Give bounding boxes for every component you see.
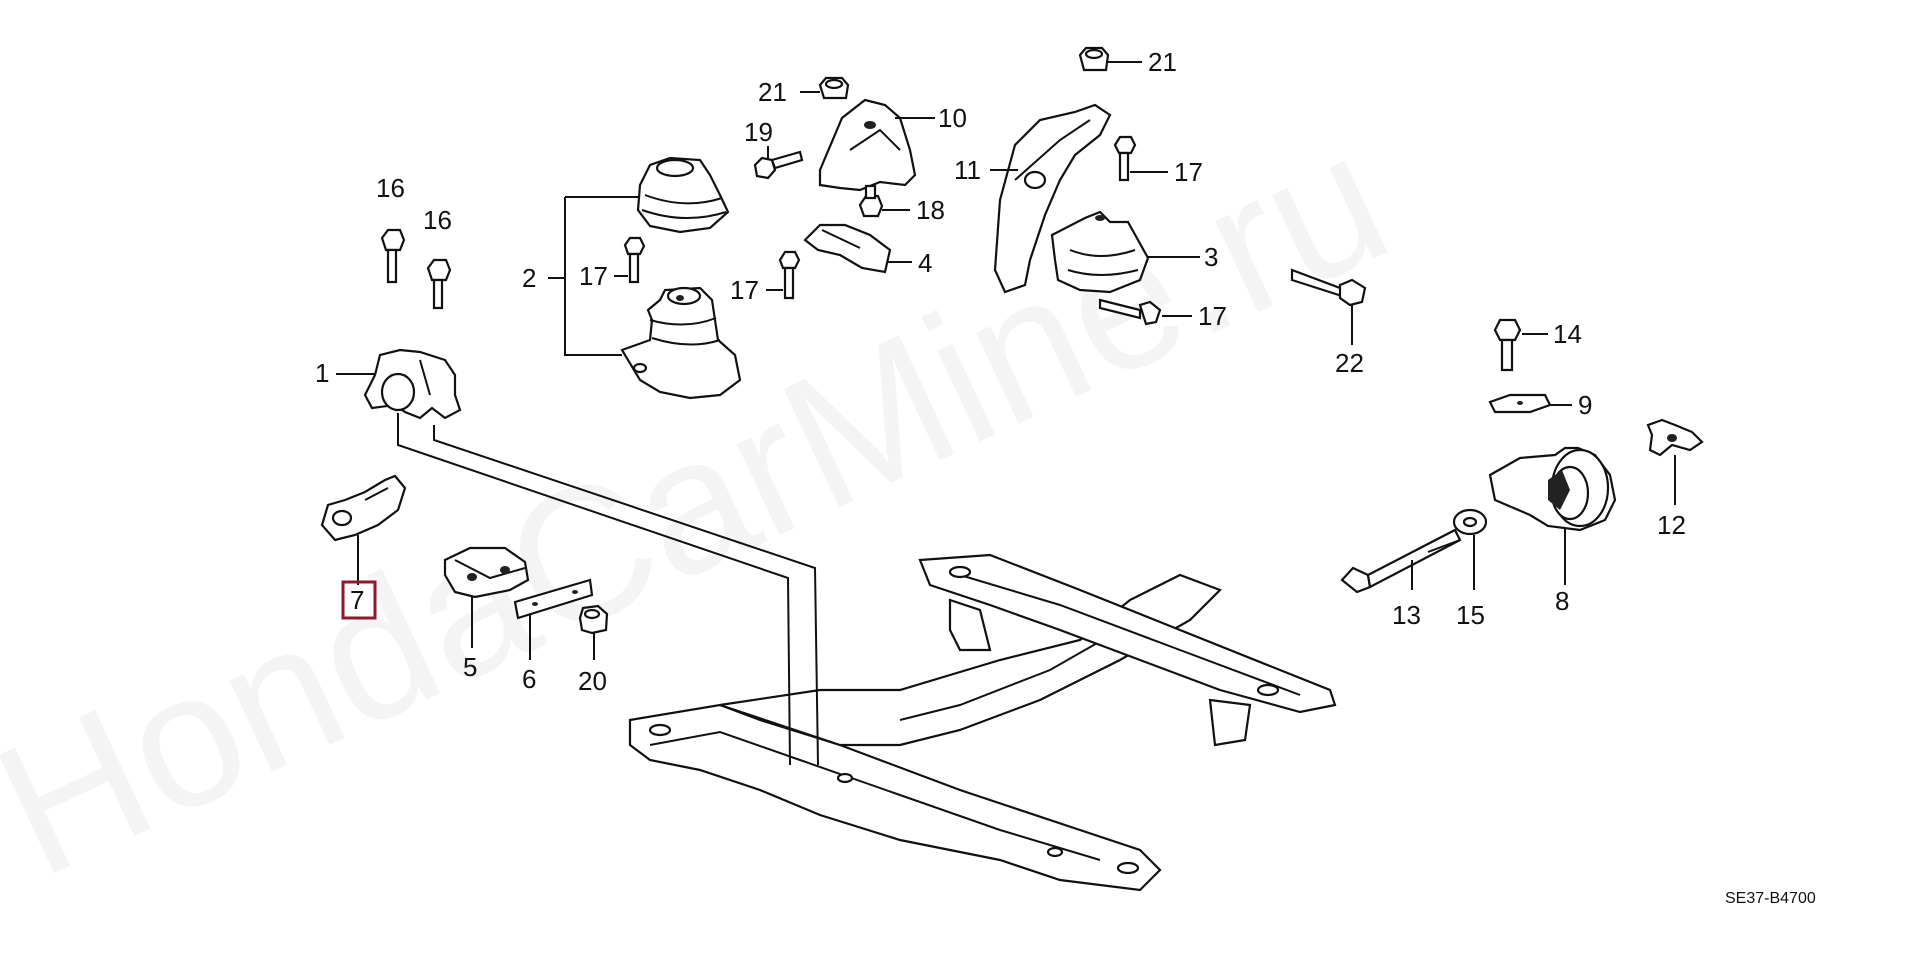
part-2-boot bbox=[636, 156, 730, 234]
part-15-washer bbox=[1452, 508, 1488, 536]
part-20-nut bbox=[578, 604, 609, 635]
leader-1a bbox=[397, 413, 791, 766]
part-9-plate bbox=[1488, 393, 1552, 414]
label-9[interactable]: 9 bbox=[1578, 390, 1592, 420]
part-17c-bolt bbox=[1113, 135, 1137, 182]
part-1-mount bbox=[363, 348, 462, 420]
part-12-bracket bbox=[1646, 418, 1704, 457]
label-13[interactable]: 13 bbox=[1392, 600, 1421, 630]
part-18-bolt bbox=[858, 184, 884, 218]
part-2-mount bbox=[620, 286, 742, 400]
part-17b-bolt bbox=[778, 250, 801, 300]
label-17d[interactable]: 17 bbox=[1198, 301, 1227, 331]
label-3[interactable]: 3 bbox=[1204, 242, 1218, 272]
part-6-plate bbox=[513, 578, 594, 620]
part-19-bolt bbox=[753, 150, 804, 180]
label-2[interactable]: 2 bbox=[522, 263, 536, 293]
label-15[interactable]: 15 bbox=[1456, 600, 1485, 630]
drawing-code: SE37-B4700 bbox=[1725, 890, 1816, 907]
part-14-bolt bbox=[1493, 318, 1522, 372]
label-8[interactable]: 8 bbox=[1555, 586, 1569, 616]
label-21a[interactable]: 21 bbox=[758, 77, 787, 107]
label-19[interactable]: 19 bbox=[744, 117, 773, 147]
label-14[interactable]: 14 bbox=[1553, 319, 1582, 349]
label-1[interactable]: 1 bbox=[315, 358, 329, 388]
label-17c[interactable]: 17 bbox=[1174, 157, 1203, 187]
part-4-plate bbox=[803, 223, 892, 274]
label-4[interactable]: 4 bbox=[918, 248, 932, 278]
part-5-bracket bbox=[443, 546, 530, 599]
label-7[interactable]: 7 bbox=[350, 585, 364, 615]
label-17a[interactable]: 17 bbox=[579, 261, 608, 291]
subframe bbox=[628, 553, 1337, 892]
label-16b[interactable]: 16 bbox=[423, 205, 452, 235]
label-6[interactable]: 6 bbox=[522, 664, 536, 694]
label-21b[interactable]: 21 bbox=[1148, 47, 1177, 77]
label-10[interactable]: 10 bbox=[938, 103, 967, 133]
part-11-bracket bbox=[993, 103, 1112, 294]
label-11[interactable]: 11 bbox=[954, 155, 981, 185]
part-17a-bolt bbox=[623, 236, 646, 284]
leader-2-bracket bbox=[564, 196, 640, 356]
part-16a-bolt bbox=[380, 228, 406, 284]
part-13-bolt bbox=[1340, 528, 1462, 594]
part-17d-bolt bbox=[1098, 298, 1162, 326]
leader-1b bbox=[433, 425, 819, 766]
part-16b-bolt bbox=[426, 258, 452, 310]
label-16a[interactable]: 16 bbox=[376, 173, 405, 203]
label-5[interactable]: 5 bbox=[463, 652, 477, 682]
part-10-bracket bbox=[818, 98, 917, 192]
label-17b[interactable]: 17 bbox=[730, 275, 759, 305]
part-8-mount bbox=[1488, 446, 1617, 532]
part-7-stopper bbox=[320, 474, 407, 542]
highlight-box-7 bbox=[341, 580, 377, 620]
label-18[interactable]: 18 bbox=[916, 195, 945, 225]
part-21a-nut bbox=[818, 76, 850, 100]
part-21b-nut bbox=[1078, 46, 1110, 72]
part-22-bolt bbox=[1290, 268, 1367, 307]
label-20[interactable]: 20 bbox=[578, 666, 607, 696]
label-22[interactable]: 22 bbox=[1335, 348, 1364, 378]
label-12[interactable]: 12 bbox=[1657, 510, 1686, 540]
